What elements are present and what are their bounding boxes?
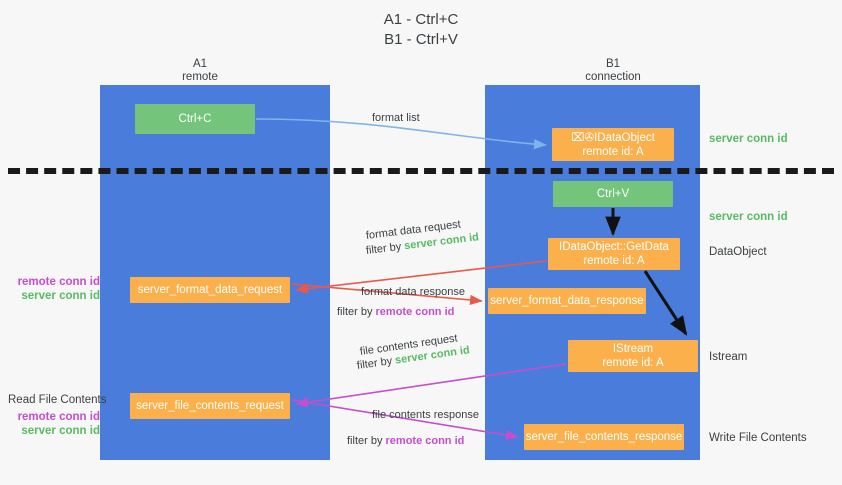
diagram-title: A1 - Ctrl+C B1 - Ctrl+V	[0, 10, 842, 50]
node-server-format-data-request-label: server_format_data_request	[137, 284, 283, 296]
label-server-conn-id-mid: server conn id	[709, 211, 788, 223]
node-idataobject-line2: remote id: A	[582, 145, 644, 158]
label-server-conn-id-top: server conn id	[709, 133, 788, 145]
lane-a1-name: A1	[192, 58, 208, 70]
node-istream-line2: remote id: A	[602, 357, 664, 369]
node-ctrl-v[interactable]: Ctrl+V	[553, 181, 673, 207]
filter-value-remote-conn-id: remote conn id	[375, 306, 455, 318]
edge-label-file-contents-response-text: file contents response	[372, 409, 480, 421]
filter-prefix: filter by	[337, 306, 376, 318]
filter-value-remote-conn-id: remote conn id	[385, 435, 465, 447]
edge-label-format-data-response-text: format data response	[361, 286, 465, 298]
lane-header-b1: B1 connection	[518, 58, 708, 84]
node-server-format-data-request[interactable]: server_format_data_request	[130, 277, 290, 303]
label-read-file-contents: Read File Contents	[8, 394, 107, 406]
lane-a1-role: remote	[182, 71, 218, 83]
edge-label-file-contents-response-filter: filter by remote conn id	[347, 434, 464, 448]
node-idataobject[interactable]: ⌧✇IDataObject remote id: A	[552, 128, 674, 161]
node-getdata-line1: IDataObject::GetData	[559, 241, 669, 253]
node-ctrl-v-label: Ctrl+V	[596, 188, 630, 200]
node-server-format-data-response[interactable]: server_format_data_response	[488, 288, 646, 314]
edge-label-file-contents-response: file contents response	[372, 408, 479, 422]
edge-label-format-data-response: format data response	[361, 285, 465, 299]
node-server-format-data-response-label: server_format_data_response	[490, 295, 644, 307]
edge-label-format-list: format list	[372, 111, 420, 125]
node-idataobject-line1: ⌧✇IDataObject	[571, 131, 655, 144]
node-istream[interactable]: IStream remote id: A	[568, 340, 698, 372]
label-data-object: DataObject	[709, 246, 767, 258]
node-server-file-contents-response-label: server_file_contents_response	[525, 431, 683, 443]
node-ctrl-c-label: Ctrl+C	[178, 113, 212, 125]
lane-b1-name: B1	[605, 58, 621, 70]
title-line-1: A1 - Ctrl+C	[383, 11, 459, 28]
title-line-2: B1 - Ctrl+V	[384, 31, 458, 48]
label-remote-conn-id-top: remote conn id	[17, 276, 100, 288]
label-write-file-contents: Write File Contents	[709, 432, 807, 444]
lane-header-a1: A1 remote	[130, 58, 270, 84]
node-getdata-line2: remote id: A	[583, 255, 645, 267]
edge-label-format-list-text: format list	[372, 112, 420, 124]
phase-divider	[8, 168, 834, 174]
node-server-file-contents-request-label: server_file_contents_request	[136, 400, 284, 412]
filter-prefix: filter by	[365, 240, 405, 257]
node-idataobject-getdata[interactable]: IDataObject::GetData remote id: A	[548, 238, 680, 270]
label-remote-conn-id-bottom: remote conn id	[17, 411, 100, 423]
filter-prefix: filter by	[347, 435, 386, 447]
label-istream: Istream	[709, 351, 748, 363]
node-server-file-contents-request[interactable]: server_file_contents_request	[130, 393, 290, 419]
label-server-conn-id-left-bottom: server conn id	[21, 425, 100, 437]
lane-b1-role: connection	[585, 71, 641, 83]
node-ctrl-c[interactable]: Ctrl+C	[135, 104, 255, 134]
label-group-conn-ids-top: remote conn id server conn id	[8, 275, 100, 303]
edge-label-format-data-response-filter: filter by remote conn id	[337, 305, 454, 319]
node-istream-line1: IStream	[612, 343, 654, 355]
label-group-conn-ids-bottom: remote conn id server conn id	[8, 410, 100, 438]
label-server-conn-id-left-top: server conn id	[21, 290, 100, 302]
filter-prefix: filter by	[356, 354, 396, 372]
node-server-file-contents-response[interactable]: server_file_contents_response	[524, 424, 684, 450]
